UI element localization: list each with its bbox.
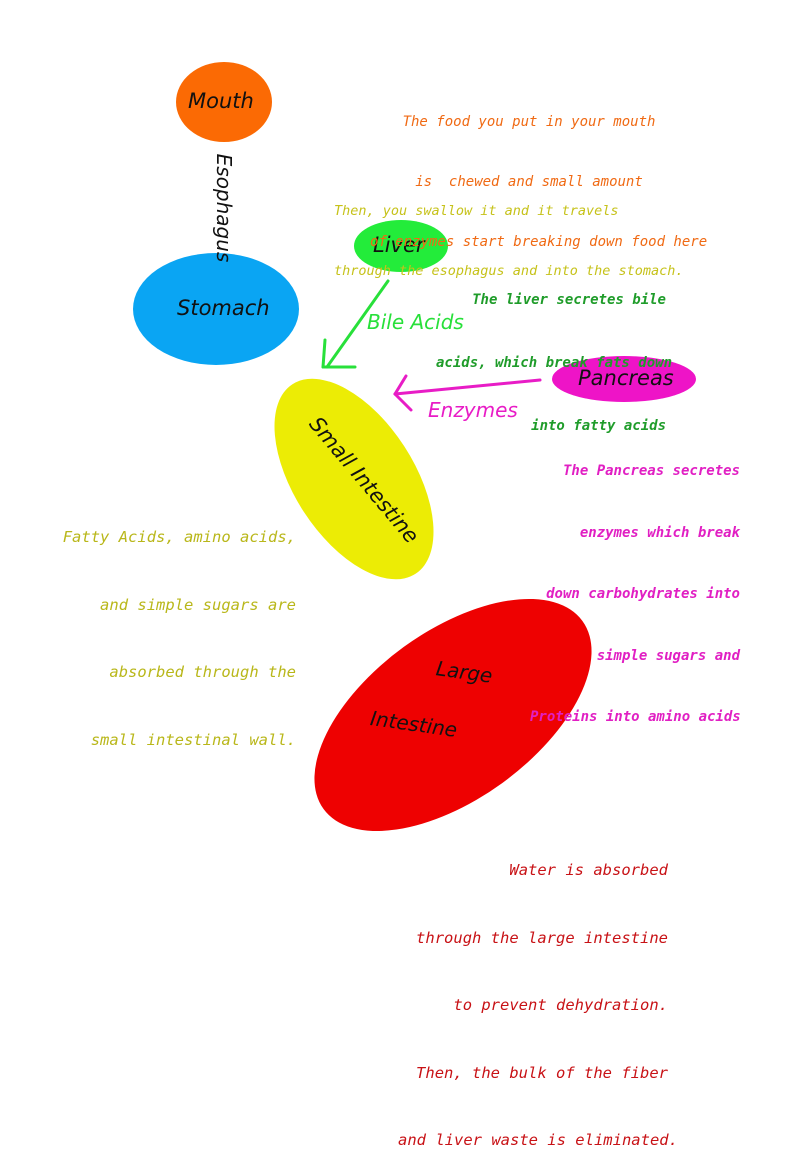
large-intestine-note-line: Water is absorbed [509, 861, 668, 879]
mouth-note-line: of enzymes start breaking down food here [370, 234, 708, 250]
esophagus-note-line: through the esophagus and into the stoma… [334, 263, 684, 279]
liver-note-line: acids, which break fats down [436, 355, 673, 371]
pancreas-note-line: enzymes which break [579, 524, 740, 541]
large-intestine-note-line: Then, the bulk of the fiber [416, 1063, 668, 1082]
pancreas-note-line: down carbohydrates into [546, 586, 740, 602]
pancreas-note-line: simple sugars and [596, 647, 740, 664]
liver-note: The liver secretes bile acids, which bre… [436, 248, 673, 458]
large-intestine-note-line: to prevent dehydration. [453, 996, 668, 1014]
liver-shape [354, 220, 448, 272]
stomach-label: Stomach [177, 296, 270, 320]
mouth-shape [176, 62, 272, 142]
small-intestine-note: Fatty Acids, amino acids, and simple sug… [56, 481, 296, 774]
pancreas-shape [552, 356, 696, 402]
bile-acids-arrow [321, 279, 390, 369]
small-intestine-note-line: small intestinal wall. [90, 730, 296, 749]
mouth-note-line: The food you put in your mouth [402, 114, 656, 130]
mouth-note: The food you put in your mouth is chewed… [370, 72, 708, 272]
pancreas-note-line: The Pancreas secretes [562, 463, 740, 479]
liver-note-line: into fatty acids [531, 418, 666, 434]
liver-note-line: The liver secretes bile [472, 292, 666, 308]
small-intestine-note-line: and simple sugars are [100, 595, 296, 614]
large-intestine-shape [314, 598, 592, 832]
stomach-shape [133, 253, 299, 365]
pancreas-note-line: Proteins into amino acids [530, 709, 741, 725]
mouth-label: Mouth [188, 89, 254, 113]
enzymes-label: Enzymes [428, 398, 518, 422]
large-intestine-note: Water is absorbed through the large inte… [398, 814, 678, 1174]
small-intestine-note-line: Fatty Acids, amino acids, [62, 528, 296, 546]
mouth-note-line: is chewed and small amount [415, 174, 643, 190]
esophagus-note-line: Then, you swallow it and it travels [334, 203, 619, 219]
pancreas-label: Pancreas [578, 366, 674, 390]
small-intestine-shape [274, 378, 434, 580]
liver-label: Liver [373, 233, 425, 257]
small-intestine-note-line: absorbed through the [109, 663, 296, 681]
large-intestine-note-line: and liver waste is eliminated. [398, 1131, 678, 1149]
diagram-canvas [133, 62, 696, 832]
esophagus-label: Esophagus [212, 153, 236, 263]
esophagus-note: Then, you swallow it and it travels thro… [334, 161, 684, 301]
pancreas-note: The Pancreas secretes enzymes which brea… [530, 420, 741, 748]
bile-acids-label: Bile Acids [367, 310, 464, 334]
large-intestine-note-line: through the large intestine [416, 928, 668, 947]
enzymes-arrow [393, 374, 542, 412]
